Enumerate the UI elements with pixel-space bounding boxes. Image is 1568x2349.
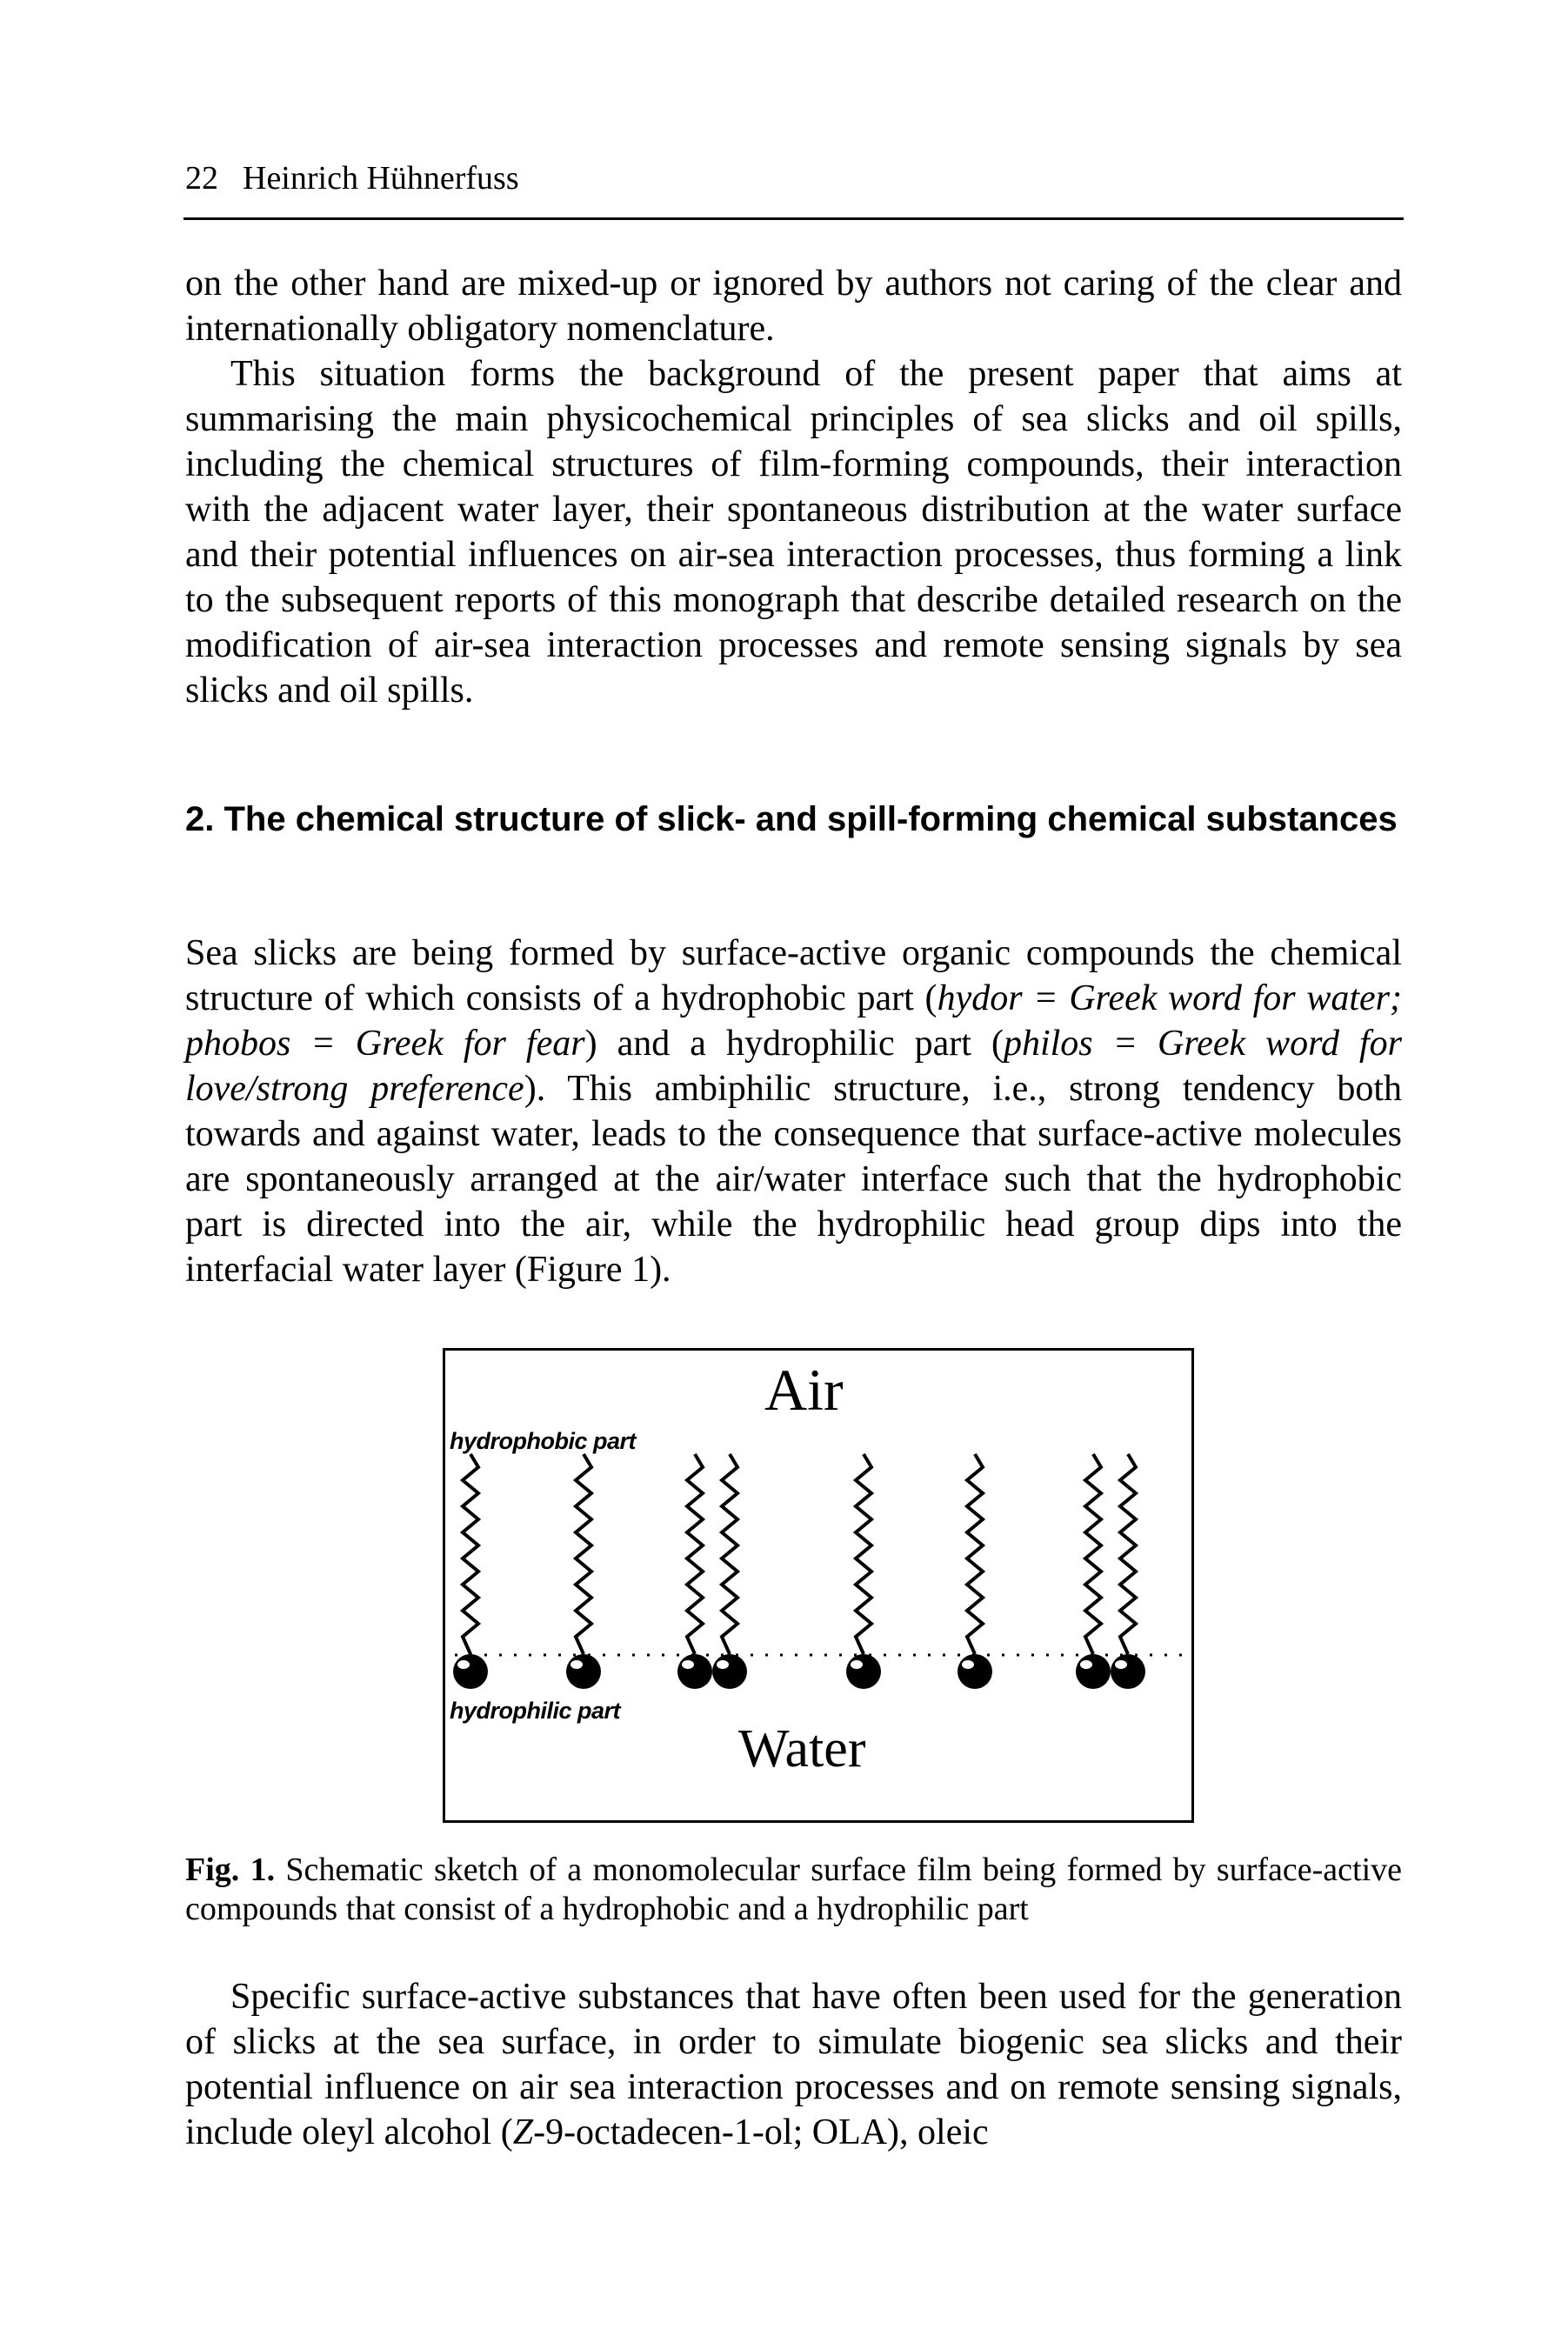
head-highlight bbox=[570, 1660, 583, 1669]
hydrophobic-tail bbox=[459, 1452, 482, 1655]
text-run: -9-octadecen-1-ol; OLA), oleic bbox=[533, 2112, 989, 2152]
paragraph-background: This situation forms the background of t… bbox=[185, 354, 1402, 711]
head-highlight bbox=[962, 1660, 974, 1669]
head-highlight bbox=[717, 1660, 729, 1669]
water-label: Water bbox=[738, 1719, 866, 1778]
hydrophilic-head bbox=[1076, 1654, 1111, 1689]
hydrophilic-head bbox=[712, 1654, 747, 1689]
hydrophilic-head bbox=[453, 1654, 488, 1689]
head-highlight bbox=[682, 1660, 694, 1669]
hydrophilic-head bbox=[566, 1654, 601, 1689]
paragraph-continuation: on the other hand are mixed-up or ignore… bbox=[185, 264, 1402, 349]
caption-label: Fig. 1. bbox=[185, 1852, 276, 1888]
figure-caption: Fig. 1. Schematic sketch of a monomolecu… bbox=[185, 1851, 1402, 1929]
text-run: Sea slicks are being formed by surface-a… bbox=[185, 933, 1402, 1018]
running-head: 22 Heinrich Hühnerfuss bbox=[185, 158, 519, 198]
hydrophobic-tail bbox=[1082, 1452, 1104, 1655]
hydrophilic-head bbox=[1111, 1654, 1145, 1689]
air-label: Air bbox=[764, 1357, 844, 1423]
figure-schematic bbox=[443, 1348, 1194, 1823]
hydrophobic-tail bbox=[964, 1452, 986, 1655]
hydrophobic-tail bbox=[1117, 1452, 1139, 1655]
molecules-group bbox=[453, 1452, 1145, 1689]
italic-run: Z bbox=[512, 2112, 534, 2152]
header-rule bbox=[183, 217, 1404, 220]
hydrophobic-tail bbox=[852, 1452, 875, 1655]
hydrophobic-tail bbox=[684, 1452, 706, 1655]
caption-text: Schematic sketch of a monomolecular surf… bbox=[185, 1852, 1402, 1927]
figure-frame bbox=[443, 1348, 1194, 1823]
head-highlight bbox=[1115, 1660, 1127, 1669]
hydrophobic-tail bbox=[718, 1452, 741, 1655]
hydrophilic-head bbox=[846, 1654, 881, 1689]
hydrophobic-part-label: hydrophobic part bbox=[450, 1428, 637, 1454]
hydrophobic-tail bbox=[572, 1452, 595, 1655]
paragraph-specific-substances: Specific surface-active substances that … bbox=[185, 1974, 1402, 2155]
text-run: Specific surface-active substances that … bbox=[185, 1977, 1402, 2152]
text-run: ). This ambiphilic structure, i.e., stro… bbox=[185, 1069, 1402, 1290]
figure-1: Air hydrophobic part hydrophilic part Wa… bbox=[443, 1348, 1194, 1823]
italic-run: philos = Greek word for love/strong pref… bbox=[185, 1024, 1402, 1109]
text-run: ) and a hydrophilic part ( bbox=[584, 1024, 1004, 1064]
running-head-author: Heinrich Hühnerfuss bbox=[243, 160, 519, 197]
head-highlight bbox=[457, 1660, 470, 1669]
paragraph-sea-slicks: Sea slicks are being formed by surface-a… bbox=[185, 931, 1402, 1292]
hydrophilic-part-label: hydrophilic part bbox=[450, 1698, 621, 1724]
section-heading: 2. The chemical structure of slick- and … bbox=[185, 800, 1398, 838]
head-highlight bbox=[1080, 1660, 1092, 1669]
hydrophilic-head bbox=[677, 1654, 712, 1689]
hydrophilic-head bbox=[957, 1654, 992, 1689]
italic-run: hydor = Greek word for water; phobos = G… bbox=[185, 978, 1403, 1064]
page-number: 22 bbox=[185, 160, 218, 197]
head-highlight bbox=[851, 1660, 863, 1669]
